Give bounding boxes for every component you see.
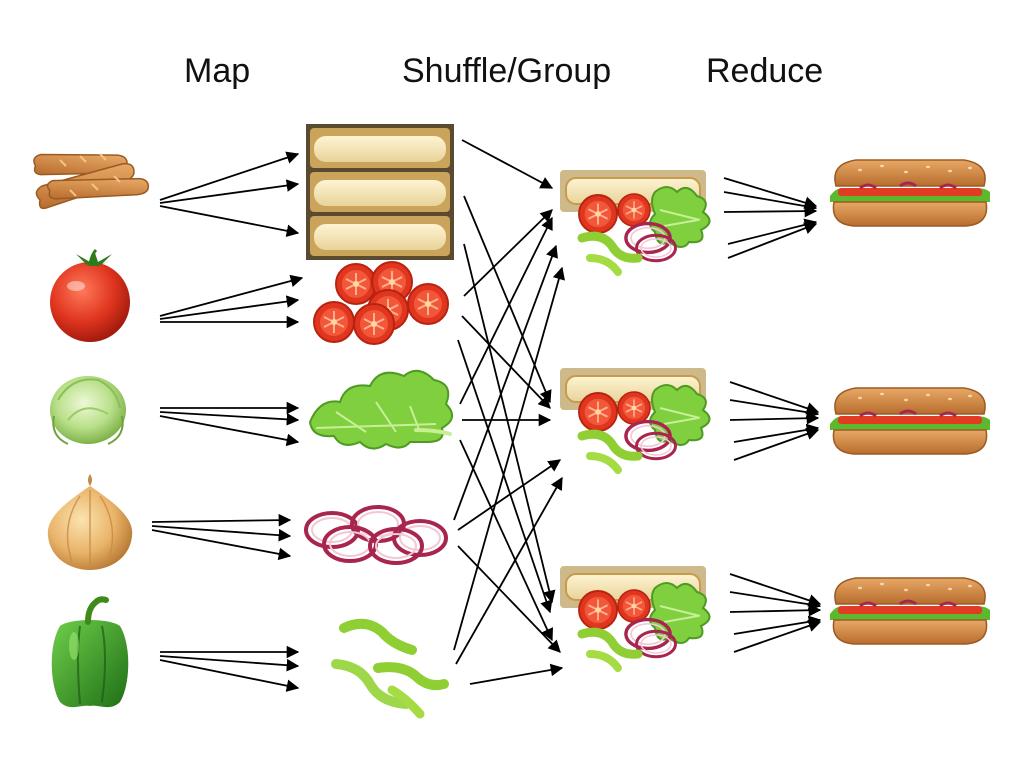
map-arrows xyxy=(151,151,304,692)
tomato-slices-icon xyxy=(313,261,449,345)
onion-rings-icon xyxy=(304,505,448,565)
pepper-icon xyxy=(51,596,129,708)
onion-icon xyxy=(47,474,133,570)
lettuce-leaves-icon xyxy=(308,369,453,450)
ingredient-group-icon xyxy=(560,170,710,272)
shuffle-stage-title: Shuffle/Group xyxy=(402,52,612,90)
lettuce-icon xyxy=(50,376,126,445)
pepper-strips-icon xyxy=(331,618,449,719)
reduce-stage-title: Reduce xyxy=(706,52,824,90)
tomato-icon xyxy=(50,248,130,342)
map-stage-title: Map xyxy=(184,52,251,90)
sandwich-icon xyxy=(828,576,992,646)
ingredient-group-icon xyxy=(560,566,710,668)
sandwich-icon xyxy=(828,386,992,456)
ingredient-group-icon xyxy=(560,368,710,470)
sandwich-icon xyxy=(828,158,992,228)
shuffle-arrows xyxy=(453,139,565,685)
reduce-arrows xyxy=(723,177,822,653)
baguette-icon xyxy=(33,153,150,210)
sliced-bread-icon xyxy=(306,124,454,260)
